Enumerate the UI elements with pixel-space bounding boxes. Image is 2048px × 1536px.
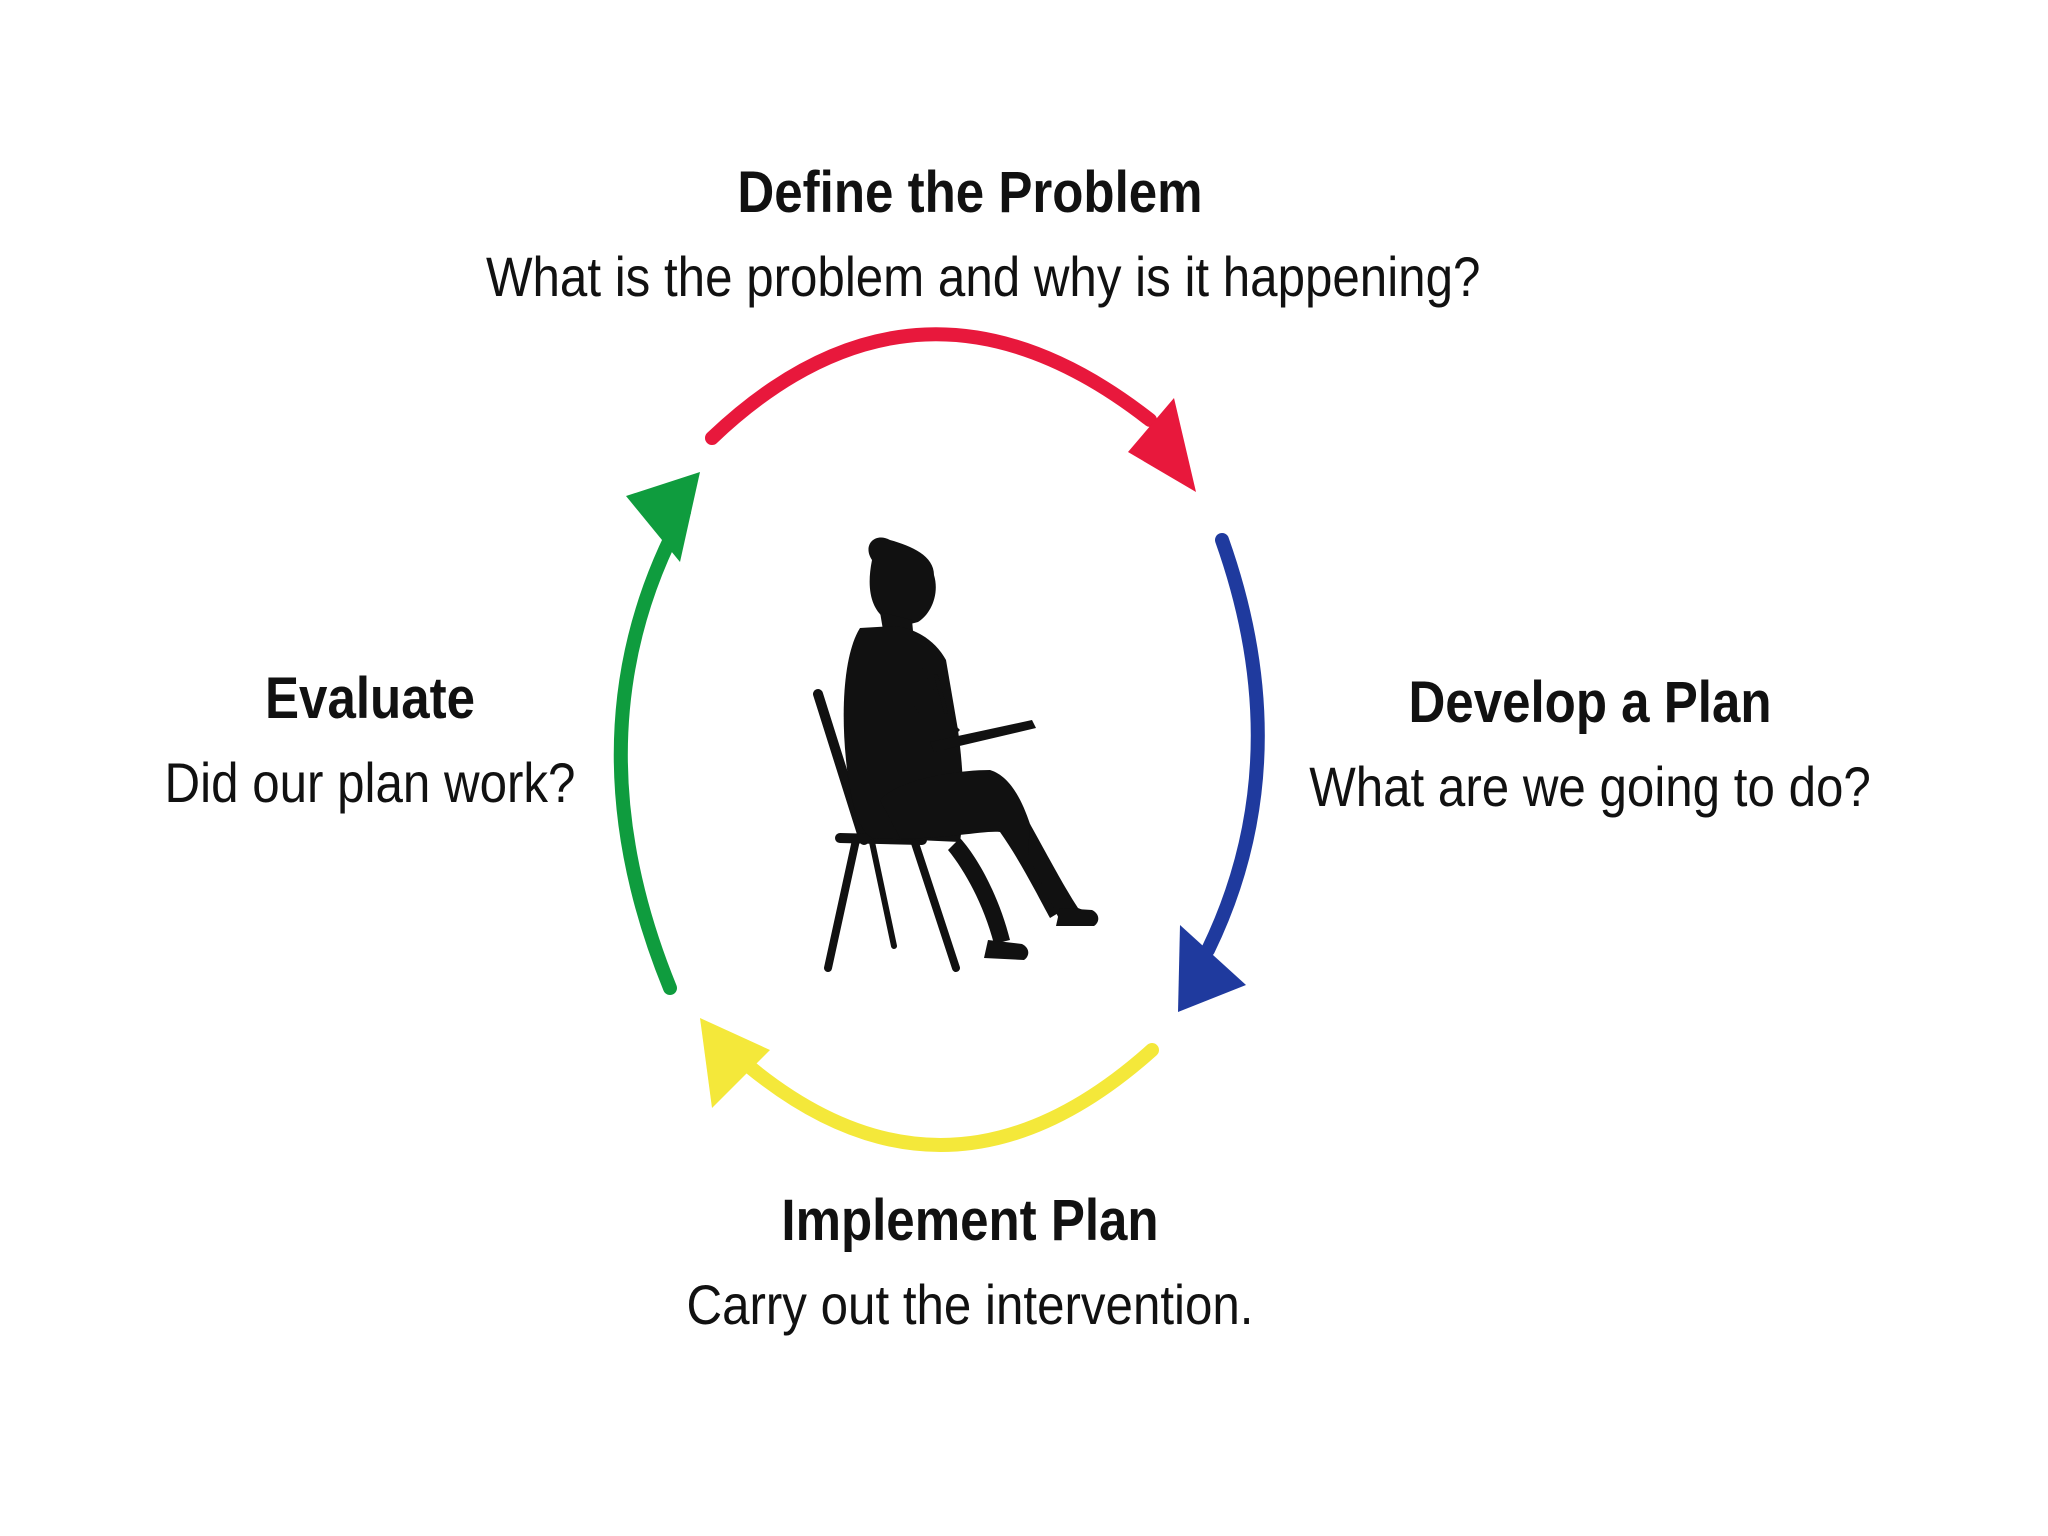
- stage-question-define: What is the problem and why is it happen…: [486, 245, 1481, 308]
- stage-define: Define the Problem What is the problem a…: [486, 152, 1481, 320]
- stage-question-evaluate: Did our plan work?: [164, 751, 576, 814]
- arrow-implement: [700, 1018, 1159, 1152]
- stage-implement: Implement Plan Carry out the interventio…: [618, 1180, 1322, 1348]
- arrow-develop: [1178, 533, 1265, 1012]
- stage-title-implement: Implement Plan: [781, 1188, 1159, 1253]
- stage-evaluate: Evaluate Did our plan work?: [132, 658, 607, 826]
- person-writing-icon: [813, 537, 1099, 972]
- stage-question-develop: What are we going to do?: [1309, 755, 1871, 818]
- arrow-define: [705, 327, 1196, 492]
- stage-question-implement: Carry out the intervention.: [686, 1273, 1254, 1336]
- arrow-evaluate: [613, 472, 700, 995]
- stage-title-define: Define the Problem: [737, 160, 1203, 225]
- stage-title-develop: Develop a Plan: [1408, 670, 1772, 735]
- stage-develop: Develop a Plan What are we going to do?: [1300, 662, 1881, 830]
- stage-title-evaluate: Evaluate: [265, 666, 475, 731]
